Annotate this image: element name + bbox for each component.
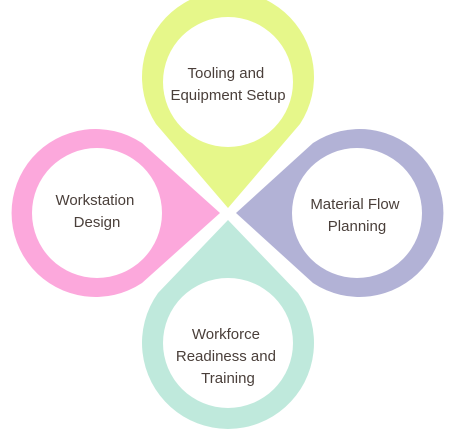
petal-top-label: Tooling and Equipment Setup <box>170 65 285 104</box>
petal-top: Tooling and Equipment Setup <box>142 0 314 208</box>
petal-top-inner <box>163 17 293 147</box>
petal-right: Material Flow Planning <box>236 129 444 297</box>
petal-bottom-inner <box>163 278 293 408</box>
petal-bottom-label: Workforce Readiness and Training <box>176 326 280 387</box>
petal-bottom: Workforce Readiness and Training <box>142 220 314 429</box>
petal-left-inner <box>32 148 162 278</box>
petal-left-label: Workstation Design <box>55 192 138 231</box>
petal-right-inner <box>292 148 422 278</box>
petal-right-label: Material Flow Planning <box>310 196 403 235</box>
petal-left: Workstation Design <box>11 129 221 297</box>
